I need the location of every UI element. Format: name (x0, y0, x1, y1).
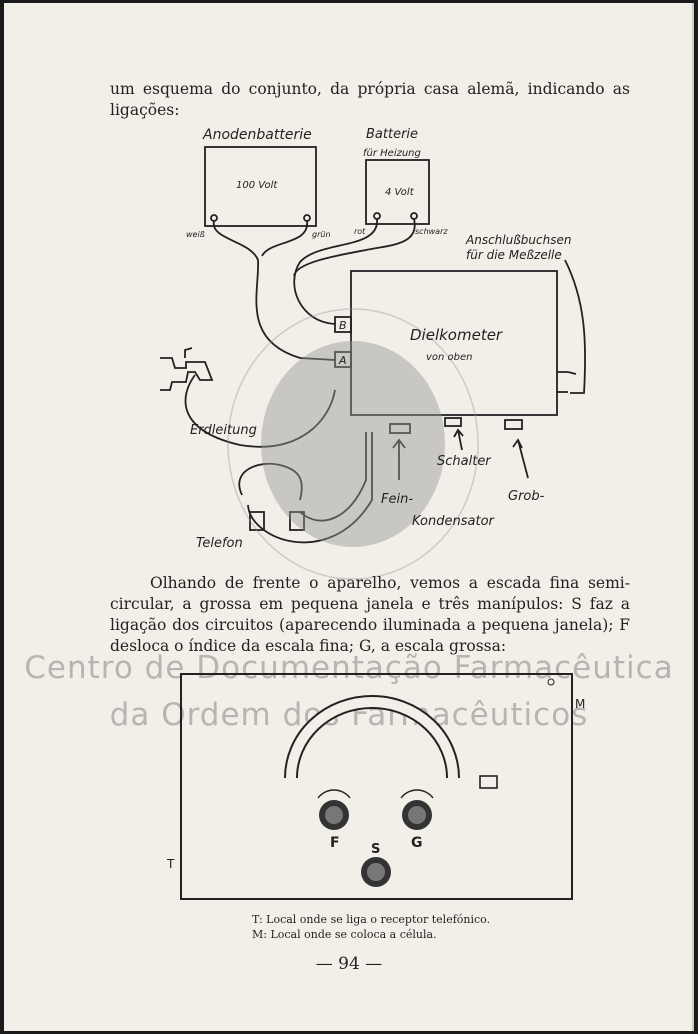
device-subtitle: von oben (426, 352, 473, 363)
watermark-line-1: Centro de Documentação Farmacêutica (24, 650, 674, 686)
socket-b-box (334, 316, 352, 333)
heating-battery-value: 4 Volt (385, 187, 415, 198)
heating-battery-subtitle: für Heizung (363, 148, 421, 159)
knob-f-label: F (330, 835, 340, 851)
watermark-emblem (261, 341, 445, 547)
caption-t: T: Local onde se liga o receptor telefón… (252, 913, 491, 926)
device-box (350, 270, 558, 416)
heating-left-terminal: rot (354, 227, 366, 236)
m-label: M (575, 697, 585, 711)
anode-battery-value: 100 Volt (236, 180, 278, 191)
knob-s-label: S (371, 842, 380, 857)
fine-scale-arc (284, 695, 460, 779)
coarse-window (479, 775, 498, 789)
heating-right-terminal: schwarz (415, 227, 448, 236)
fine-label-2: Kondensator (412, 514, 496, 529)
heating-battery-box (365, 159, 430, 225)
connector-title: Anschlußbuchsen (465, 233, 571, 247)
phone-label: Telefon (196, 536, 243, 551)
connector-subtitle: für die Meßzelle (466, 248, 562, 262)
paragraph-top: um esquema do conjunto, da própria casa … (110, 80, 630, 119)
paragraph-bottom: Olhando de frente o aparelho, vemos a es… (110, 574, 630, 655)
device-title: Dielkometer (410, 326, 503, 344)
page (4, 3, 694, 1031)
anode-right-terminal: grün (312, 230, 331, 239)
anode-battery-box (204, 146, 317, 227)
anode-left-terminal: weiß (186, 230, 205, 239)
coarse-label: Grob- (508, 489, 545, 504)
knob-g-label: G (411, 835, 423, 851)
socket-b-label: B (339, 319, 347, 332)
front-panel (180, 673, 573, 900)
switch-label: Schalter (437, 454, 492, 469)
anode-battery-title: Anodenbatterie (202, 127, 312, 143)
fine-label-1: Fein- (381, 492, 413, 507)
heating-battery-title: Batterie (366, 127, 418, 142)
page-number: — 94 — (315, 954, 383, 974)
caption-m: M: Local onde se coloca a célula. (252, 928, 437, 941)
socket-a-label: A (338, 354, 347, 367)
ground-label: Erdleitung (190, 423, 257, 438)
caption: T: Local onde se liga o receptor telefón… (252, 912, 490, 942)
t-label: T (166, 857, 175, 871)
